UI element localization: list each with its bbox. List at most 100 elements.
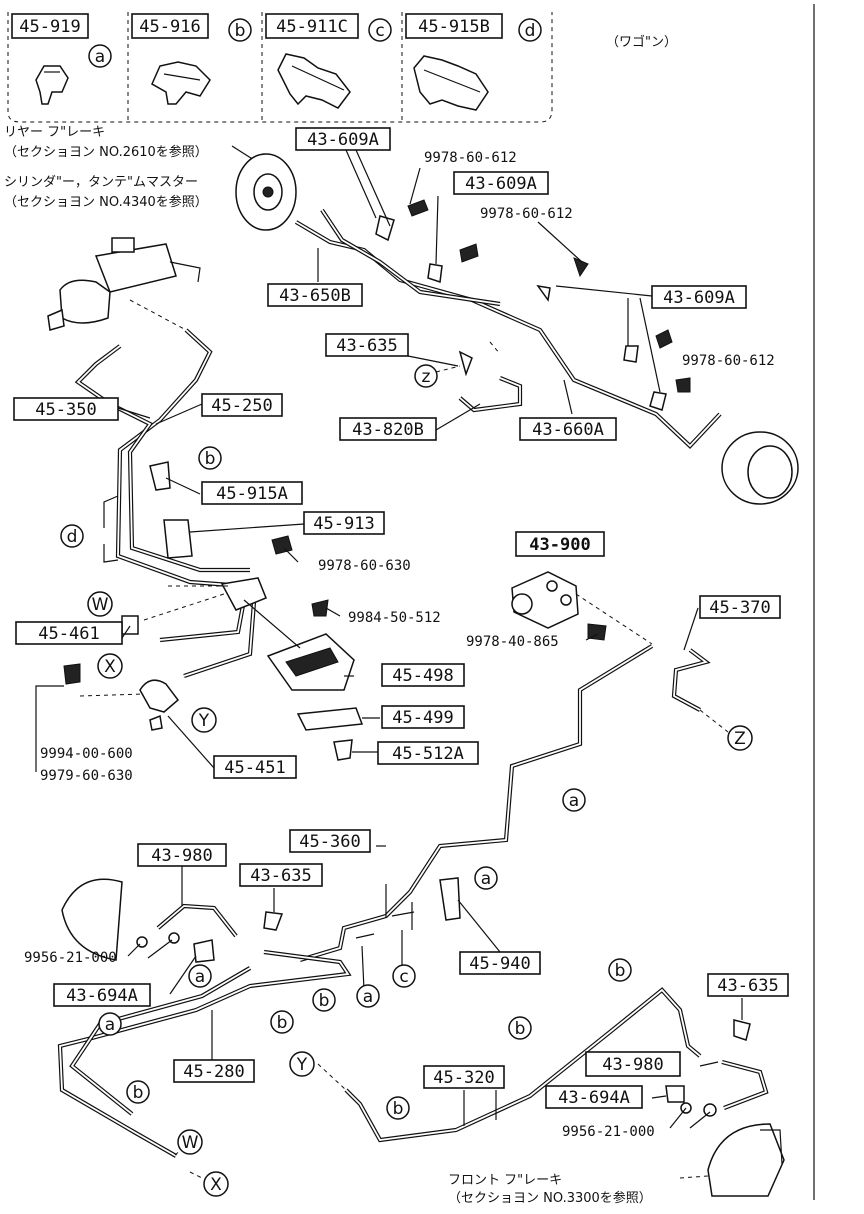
grommet-45-499 bbox=[296, 707, 364, 731]
svg-text:45-915A: 45-915A bbox=[216, 484, 288, 504]
svg-text:9978-60-612: 9978-60-612 bbox=[424, 150, 517, 166]
rear-brake-ref: （セクショヨン NO.2610を参照） bbox=[4, 144, 208, 160]
ref-W: W bbox=[87, 591, 113, 617]
part-labels: 43-609A 43-609A 43-609A 43-650B 43-635 4… bbox=[13, 127, 789, 1109]
ref-b: b bbox=[270, 1010, 294, 1034]
svg-text:9978-60-612: 9978-60-612 bbox=[682, 353, 775, 369]
inset-item-d: 45-915B d bbox=[405, 13, 542, 111]
ref-z: z bbox=[414, 364, 438, 388]
svg-text:9956-21-000: 9956-21-000 bbox=[24, 950, 117, 966]
ref-letter: c bbox=[375, 21, 384, 41]
svg-text:a: a bbox=[569, 791, 579, 811]
label-43-635: 43-635 bbox=[325, 333, 409, 357]
svg-text:43-650B: 43-650B bbox=[279, 286, 351, 306]
inset-item-a: 45-919 a bbox=[11, 13, 112, 105]
svg-text:45-499: 45-499 bbox=[392, 708, 453, 728]
clip-d-icon bbox=[413, 55, 489, 111]
label-45-320: 45-320 bbox=[423, 1065, 505, 1089]
clips bbox=[149, 215, 751, 1041]
svg-text:X: X bbox=[104, 657, 116, 677]
ref-a: a bbox=[562, 788, 586, 812]
ref-b: b bbox=[508, 1016, 532, 1040]
part-label: 45-919 bbox=[19, 17, 80, 37]
svg-text:45-250: 45-250 bbox=[211, 396, 272, 416]
svg-text:9978-40-865: 9978-40-865 bbox=[466, 634, 559, 650]
svg-text:45-320: 45-320 bbox=[433, 1068, 494, 1088]
part-label: 45-916 bbox=[139, 17, 200, 37]
svg-text:9979-60-630: 9979-60-630 bbox=[40, 768, 133, 784]
joint-45-451 bbox=[139, 679, 180, 713]
ref-b: b bbox=[312, 988, 336, 1012]
clip-inset: 45-919 a 45-916 b 45-911C c 45-915B d bbox=[7, 12, 553, 123]
label-45-498: 45-498 bbox=[381, 663, 465, 687]
svg-text:43-609A: 43-609A bbox=[307, 130, 379, 150]
label-43-900: 43-900 bbox=[515, 531, 605, 557]
ref-b: b bbox=[386, 1096, 410, 1120]
svg-text:b: b bbox=[277, 1013, 288, 1033]
svg-text:b: b bbox=[133, 1083, 144, 1103]
svg-text:Y: Y bbox=[296, 1055, 308, 1075]
ref-b: b bbox=[608, 958, 632, 982]
svg-text:z: z bbox=[422, 367, 431, 387]
label-45-915A: 45-915A bbox=[201, 481, 303, 505]
svg-text:43-694A: 43-694A bbox=[66, 986, 138, 1006]
ref-a: a bbox=[98, 1012, 122, 1036]
nut-45-512A bbox=[333, 739, 353, 761]
brake-booster-drum bbox=[235, 153, 297, 231]
svg-text:9984-50-512: 9984-50-512 bbox=[348, 610, 441, 626]
label-45-360: 45-360 bbox=[289, 829, 371, 853]
rear-drum-right bbox=[721, 431, 799, 505]
svg-text:43-609A: 43-609A bbox=[663, 288, 735, 308]
svg-text:a: a bbox=[481, 869, 491, 889]
svg-text:Y: Y bbox=[198, 711, 210, 731]
ref-letter: b bbox=[235, 21, 246, 41]
part-label: 45-915B bbox=[418, 17, 490, 37]
brake-pipes bbox=[57, 208, 769, 1158]
ref-Y: Y bbox=[191, 707, 217, 733]
svg-text:d: d bbox=[67, 527, 78, 547]
label-43-820B: 43-820B bbox=[339, 417, 437, 441]
svg-text:b: b bbox=[319, 991, 330, 1011]
svg-text:43-900: 43-900 bbox=[529, 535, 590, 555]
label-43-980: 43-980 bbox=[585, 1051, 681, 1077]
svg-text:43-980: 43-980 bbox=[151, 846, 212, 866]
valve-43-900 bbox=[511, 571, 579, 629]
label-43-694A: 43-694A bbox=[545, 1085, 643, 1109]
front-brake-ref: （セクショヨン NO.3300を参照） bbox=[448, 1190, 652, 1206]
clip-c-icon bbox=[277, 53, 351, 109]
svg-text:c: c bbox=[399, 967, 408, 987]
svg-text:b: b bbox=[615, 961, 626, 981]
front-disc-right bbox=[707, 1123, 785, 1197]
svg-text:9978-60-612: 9978-60-612 bbox=[480, 206, 573, 222]
svg-text:Z: Z bbox=[734, 729, 746, 749]
svg-text:45-451: 45-451 bbox=[224, 758, 285, 778]
valve-cap bbox=[121, 615, 139, 635]
bolt-numbers: 9978-60-612 9978-60-612 9978-60-612 9978… bbox=[24, 150, 775, 1140]
svg-text:45-360: 45-360 bbox=[299, 832, 360, 852]
master-cylinder-note: シリンダ"ー，タンテ"ムマスター bbox=[4, 175, 198, 190]
label-43-660A: 43-660A bbox=[519, 417, 617, 441]
label-43-635: 43-635 bbox=[239, 863, 323, 887]
label-45-280: 45-280 bbox=[173, 1059, 255, 1083]
label-45-451: 45-451 bbox=[213, 755, 297, 779]
svg-text:43-820B: 43-820B bbox=[352, 420, 424, 440]
valve-body bbox=[220, 577, 267, 611]
svg-text:45-461: 45-461 bbox=[38, 624, 99, 644]
svg-text:a: a bbox=[195, 967, 205, 987]
svg-text:45-940: 45-940 bbox=[469, 954, 530, 974]
svg-text:43-635: 43-635 bbox=[336, 336, 397, 356]
ref-c: c bbox=[392, 964, 416, 988]
svg-text:9956-21-000: 9956-21-000 bbox=[562, 1124, 655, 1140]
svg-text:b: b bbox=[393, 1099, 404, 1119]
svg-text:9994-00-600: 9994-00-600 bbox=[40, 746, 133, 762]
bracket-arrow bbox=[243, 599, 301, 649]
ref-b: b bbox=[126, 1080, 150, 1104]
svg-text:43-635: 43-635 bbox=[250, 866, 311, 886]
part-label: 45-911C bbox=[276, 17, 348, 37]
label-45-461: 45-461 bbox=[15, 621, 123, 645]
svg-text:43-635: 43-635 bbox=[717, 976, 778, 996]
svg-text:43-980: 43-980 bbox=[602, 1055, 663, 1075]
inset-item-b: 45-916 b bbox=[131, 13, 252, 105]
svg-text:b: b bbox=[515, 1019, 526, 1039]
